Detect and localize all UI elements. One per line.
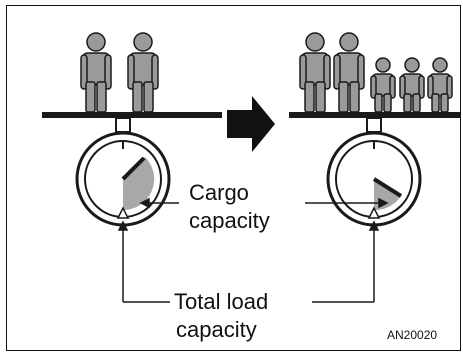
right-arrow-icon	[227, 96, 275, 152]
figure-frame: Cargo capacity Total load capacity AN200…	[6, 5, 461, 351]
right-platform	[289, 112, 460, 118]
cargo-capacity-label-line1: Cargo	[189, 180, 249, 205]
right-gauge-icon	[326, 131, 422, 227]
left-spring-mount	[115, 117, 131, 133]
load-capacity-illustration	[42, 32, 460, 303]
figure-code: AN20020	[387, 328, 438, 342]
total-load-bracket	[117, 220, 380, 303]
adult-person-icon	[299, 32, 331, 113]
right-passengers	[299, 32, 453, 113]
left-passengers	[80, 32, 159, 113]
total-load-capacity-label-line1: Total load	[174, 289, 269, 314]
left-gauge-icon	[75, 131, 171, 227]
child-person-icon	[399, 57, 425, 113]
adult-person-icon	[127, 32, 159, 113]
left-cargo-sector	[123, 157, 155, 211]
adult-person-icon	[80, 32, 112, 113]
right-spring-mount	[366, 117, 382, 133]
cargo-capacity-label-line2: capacity	[189, 208, 270, 233]
cargo-capacity-leaders	[139, 197, 389, 209]
right-gauge-needle	[372, 177, 403, 198]
left-gauge-needle	[121, 156, 146, 181]
left-platform	[42, 112, 222, 118]
adult-person-icon	[333, 32, 365, 113]
left-gauge-marker	[116, 206, 130, 219]
child-person-icon	[370, 57, 396, 113]
total-load-capacity-label-line2: capacity	[176, 317, 257, 342]
child-person-icon	[427, 57, 453, 113]
right-gauge-marker	[367, 206, 381, 219]
